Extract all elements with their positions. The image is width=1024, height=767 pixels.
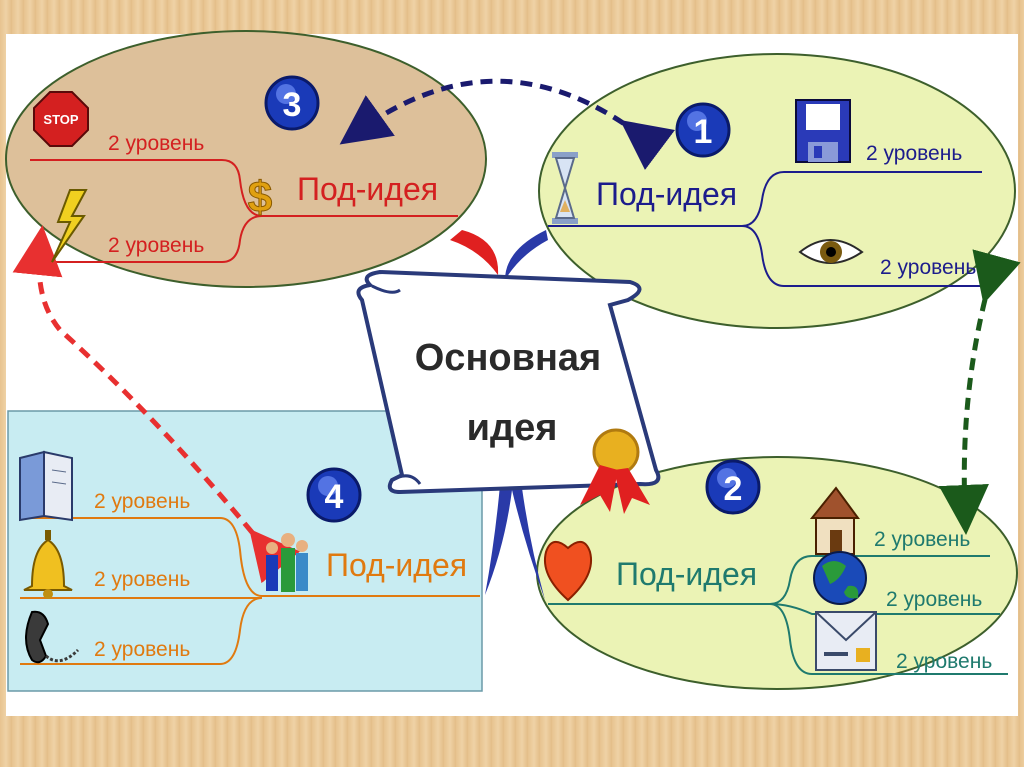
- branch-1-item-1: 2 уровень: [866, 142, 962, 165]
- branch-3-title: Под-идея: [297, 171, 438, 207]
- relation-arrow-3-1: [339, 78, 675, 170]
- lightning-icon: [51, 189, 88, 263]
- number-badge-2: 2: [705, 459, 761, 515]
- number-badge-3: 3: [264, 75, 320, 131]
- bell-icon: [23, 530, 73, 599]
- branch-1-lines: [548, 171, 990, 287]
- svg-text:4: 4: [325, 478, 344, 516]
- connector-ribbon-4: [485, 485, 512, 595]
- number-badge-4: 4: [306, 467, 362, 523]
- floppy-disk-icon: [795, 99, 851, 163]
- connector-ribbon-1: [505, 230, 548, 280]
- relation-arrow-1-2: [938, 249, 1021, 535]
- relation-arrow-4-3: [12, 225, 301, 584]
- book-icon: [19, 450, 73, 522]
- branch-1-item-2: 2 уровень: [880, 256, 976, 279]
- branch-3-item-2: 2 уровень: [108, 234, 204, 257]
- branch-2-lines: [548, 555, 1008, 675]
- branch-4-item-3: 2 уровень: [94, 638, 190, 661]
- stop-sign-icon: STOP: [33, 91, 89, 147]
- envelope-icon: [815, 611, 877, 671]
- central-idea-line1: Основная: [415, 337, 601, 379]
- branch-2-title: Под-идея: [616, 556, 757, 592]
- branch-4-item-1: 2 уровень: [94, 490, 190, 513]
- hourglass-icon: [552, 152, 578, 224]
- svg-text:3: 3: [283, 86, 302, 124]
- heart-icon: [544, 541, 592, 602]
- number-badge-1: 1: [675, 102, 731, 158]
- branch-4-item-2: 2 уровень: [94, 568, 190, 591]
- branch-1-title: Под-идея: [596, 176, 737, 212]
- svg-text:2: 2: [724, 470, 743, 508]
- people-icon: [266, 533, 308, 592]
- central-idea-scroll: [356, 269, 661, 514]
- branch-2-item-2: 2 уровень: [886, 588, 982, 611]
- globe-icon: [813, 551, 867, 605]
- branch-2-item-1: 2 уровень: [874, 528, 970, 551]
- svg-text:STOP: STOP: [43, 112, 78, 127]
- eye-icon: [798, 239, 864, 264]
- phone-icon: [25, 610, 80, 664]
- house-icon: [809, 486, 860, 555]
- branch-3-item-1: 2 уровень: [108, 132, 204, 155]
- branch-2-item-3: 2 уровень: [896, 650, 992, 673]
- branch-4-title: Под-идея: [326, 547, 467, 583]
- connector-ribbon-2: [512, 488, 545, 600]
- svg-text:1: 1: [694, 113, 713, 151]
- central-idea-line2: идея: [467, 407, 558, 449]
- connector-ribbon-3: [450, 230, 499, 275]
- dollar-icon: $: [248, 173, 272, 222]
